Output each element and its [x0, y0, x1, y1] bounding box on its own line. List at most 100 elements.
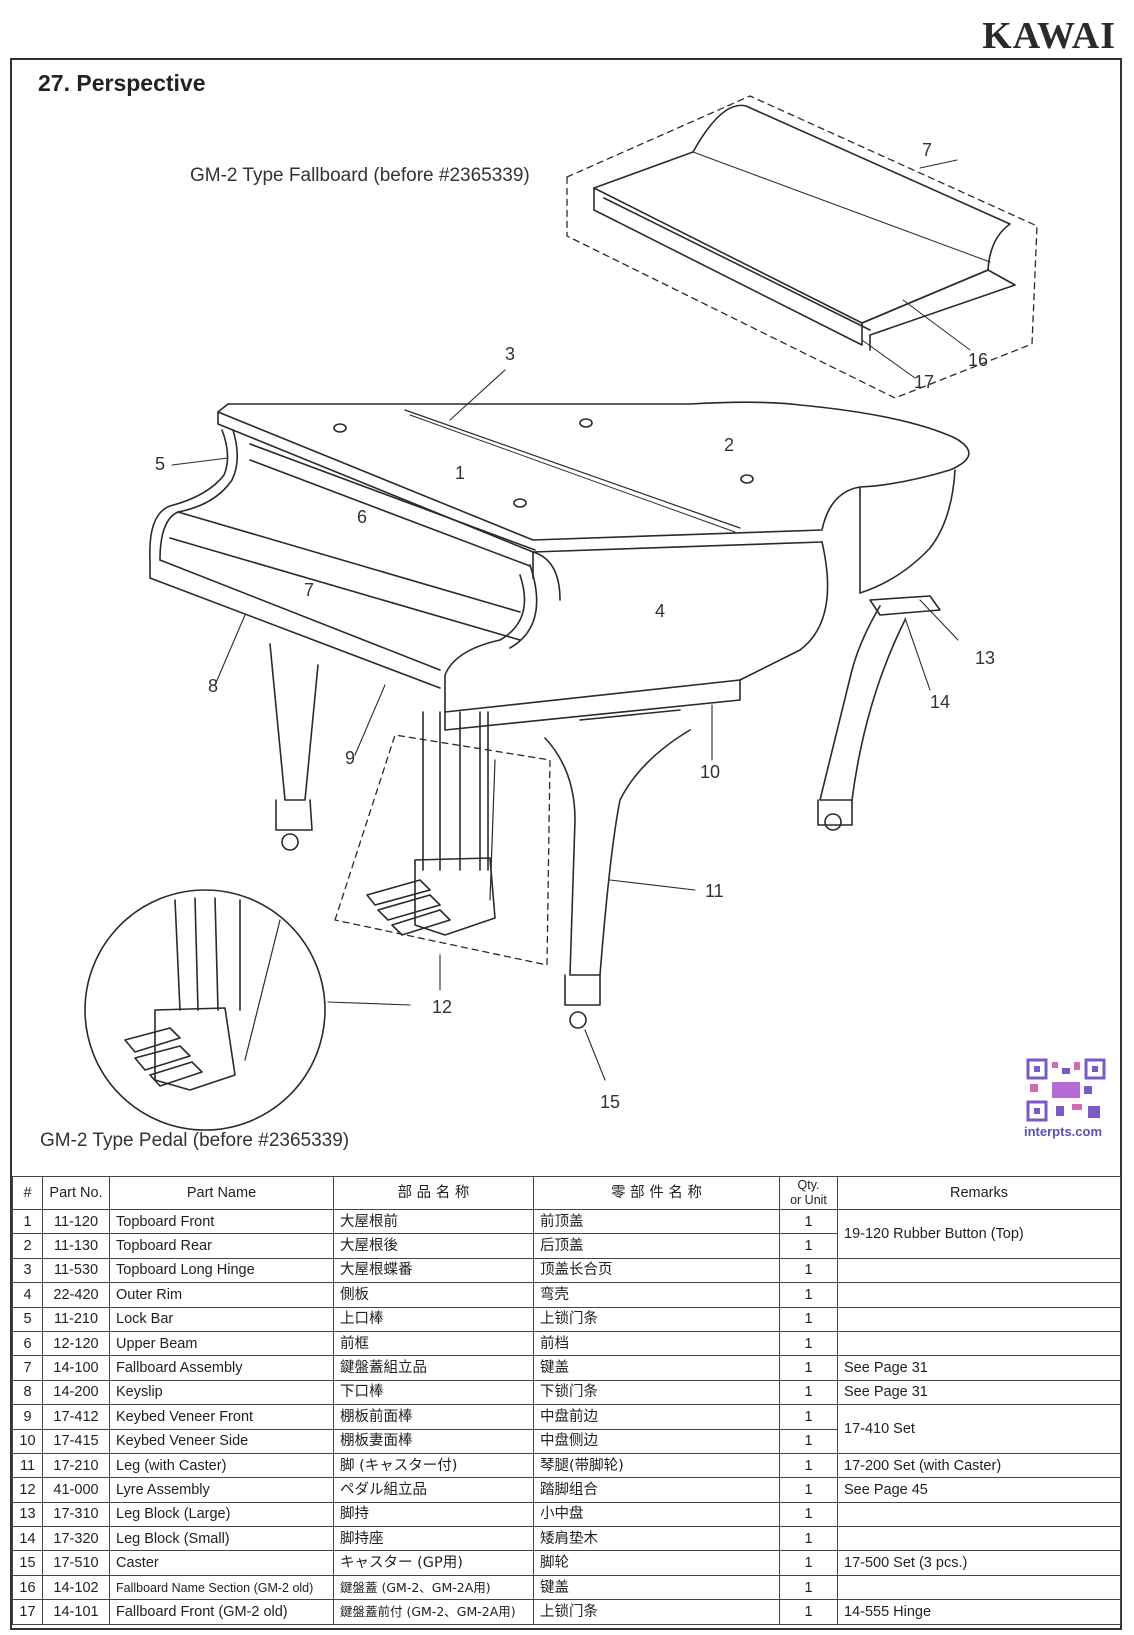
cell-part-name-cn: 小中盘 — [533, 1501, 780, 1528]
callout-5: 5 — [155, 454, 165, 474]
cell-qty: 1 — [779, 1379, 838, 1406]
cell-qty: 1 — [779, 1574, 838, 1601]
cell-part-name-jp: ペダル組立品 — [333, 1477, 534, 1503]
header-qty: Qty.or Unit — [779, 1176, 838, 1210]
cell-part-no: 14-100 — [42, 1355, 110, 1381]
cell-index: 8 — [12, 1379, 43, 1406]
cell-index: 2 — [12, 1233, 43, 1259]
cell-part-no: 17-210 — [42, 1452, 110, 1479]
callout-2: 2 — [724, 435, 734, 455]
cell-index: 9 — [12, 1404, 43, 1430]
cell-part-name-jp: 大屋根蝶番 — [333, 1257, 534, 1284]
callout-14: 14 — [930, 692, 950, 712]
cell-part-name: Keyslip — [109, 1379, 334, 1406]
cell-part-name-cn: 顶盖长合页 — [533, 1257, 780, 1284]
cell-part-name-jp: 脚持座 — [333, 1526, 534, 1552]
cell-part-no: 14-101 — [42, 1599, 110, 1625]
cell-part-name: Topboard Long Hinge — [109, 1257, 334, 1284]
cell-remarks — [837, 1330, 1121, 1357]
cell-qty: 1 — [779, 1404, 838, 1430]
cell-part-name-cn: 上锁门条 — [533, 1306, 780, 1332]
cell-part-name-jp: 大屋根前 — [333, 1208, 534, 1235]
pedal-detail — [84, 889, 326, 1131]
cell-remarks: See Page 31 — [837, 1379, 1121, 1406]
cell-remarks — [837, 1282, 1121, 1308]
table-header-row: # Part No. Part Name 部 品 名 称 零 部 件 名 称 Q… — [12, 1176, 1121, 1210]
cell-part-name-jp: 棚板妻面棒 — [333, 1428, 534, 1454]
page-frame — [10, 58, 1122, 1630]
callout-7: 7 — [304, 580, 314, 600]
cell-qty: 1 — [779, 1452, 838, 1479]
header-qty-label: Qty. — [797, 1178, 820, 1192]
cell-part-name: Fallboard Assembly — [109, 1355, 334, 1381]
cell-part-name-jp: 鍵盤蓋前付 (GM-2、GM-2A用) — [333, 1599, 534, 1625]
piano-perspective-drawing: 7 16 17 3 2 1 5 6 7 4 8 9 10 13 14 11 12… — [84, 95, 1038, 1131]
cell-index: 7 — [12, 1355, 43, 1381]
cell-remarks — [837, 1306, 1121, 1332]
parts-table: # Part No. Part Name 部 品 名 称 零 部 件 名 称 Q… — [12, 1176, 1121, 1625]
callout-13: 13 — [975, 648, 995, 668]
cell-remarks: 17-500 Set (3 pcs.) — [837, 1550, 1121, 1576]
cell-remarks — [837, 1257, 1121, 1284]
callout-17: 17 — [914, 372, 934, 392]
cell-part-name-jp: 鍵盤蓋組立品 — [333, 1355, 534, 1381]
cell-part-name-jp: 鍵盤蓋 (GM-2、GM-2A用) — [333, 1574, 534, 1601]
cell-index: 3 — [12, 1257, 43, 1284]
cell-part-name-jp: 下口棒 — [333, 1379, 534, 1406]
cell-part-name-cn: 下锁门条 — [533, 1379, 780, 1406]
cell-part-name-jp: 大屋根後 — [333, 1233, 534, 1259]
callout-10: 10 — [700, 762, 720, 782]
cell-part-name-cn: 中盘前边 — [533, 1404, 780, 1430]
callout-1: 1 — [455, 463, 465, 483]
cell-part-name-cn: 上锁门条 — [533, 1599, 780, 1625]
cell-remarks: 19-120 Rubber Button (Top) — [837, 1209, 1121, 1259]
cell-part-name-jp: 脚 (キャスター付) — [333, 1452, 534, 1479]
callout-3: 3 — [505, 344, 515, 364]
cell-qty: 1 — [779, 1599, 838, 1625]
cell-qty: 1 — [779, 1282, 838, 1308]
cell-remarks — [837, 1574, 1121, 1601]
cell-part-name: Keybed Veneer Front — [109, 1404, 334, 1430]
callout-12: 12 — [432, 997, 452, 1017]
cell-qty: 1 — [779, 1428, 838, 1454]
cell-part-name-cn: 后顶盖 — [533, 1233, 780, 1259]
cell-qty: 1 — [779, 1526, 838, 1552]
cell-part-no: 12-120 — [42, 1330, 110, 1357]
cell-part-name-cn: 踏脚组合 — [533, 1477, 780, 1503]
cell-part-no: 17-415 — [42, 1428, 110, 1454]
cell-part-name-cn: 键盖 — [533, 1355, 780, 1381]
cell-index: 13 — [12, 1501, 43, 1528]
cell-part-name-jp: 棚板前面棒 — [333, 1404, 534, 1430]
cell-index: 6 — [12, 1330, 43, 1357]
cell-part-name-cn: 矮肩垫木 — [533, 1526, 780, 1552]
cell-qty: 1 — [779, 1501, 838, 1528]
parts-table-wrap: # Part No. Part Name 部 品 名 称 零 部 件 名 称 Q… — [12, 1176, 1121, 1625]
cell-part-name: Outer Rim — [109, 1282, 334, 1308]
cell-part-no: 17-510 — [42, 1550, 110, 1576]
cell-index: 17 — [12, 1599, 43, 1625]
cell-index: 10 — [12, 1428, 43, 1454]
cell-part-name-cn: 弯壳 — [533, 1282, 780, 1308]
cell-index: 1 — [12, 1208, 43, 1235]
cell-remarks: 17-200 Set (with Caster) — [837, 1452, 1121, 1479]
header-part-name-jp: 部 品 名 称 — [333, 1176, 534, 1210]
cell-qty: 1 — [779, 1550, 838, 1576]
cell-qty: 1 — [779, 1257, 838, 1284]
watermark-text: interpts.com — [1024, 1124, 1103, 1139]
leader-lines — [171, 369, 959, 1081]
cell-qty: 1 — [779, 1208, 838, 1235]
cell-remarks: See Page 45 — [837, 1477, 1121, 1503]
cell-part-name: Keybed Veneer Side — [109, 1428, 334, 1454]
cell-part-name: Fallboard Name Section (GM-2 old) — [109, 1574, 334, 1601]
